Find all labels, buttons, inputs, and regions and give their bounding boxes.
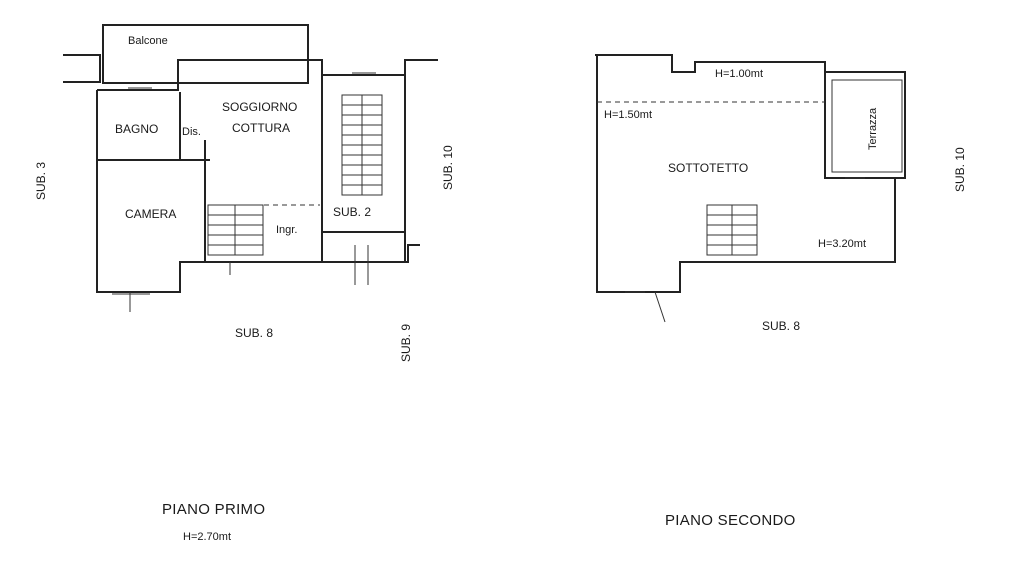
second-neighbor-bottom-label: SUB. 8 xyxy=(762,319,800,333)
balcony-outline xyxy=(102,24,309,84)
first-floor-title: PIANO PRIMO xyxy=(162,501,265,518)
first-floor-outer-wall-main xyxy=(96,90,420,293)
attic-staircase xyxy=(706,204,758,256)
terrace-wall xyxy=(824,72,905,179)
first-floor-top-wall xyxy=(97,59,438,91)
second-floor-plan: SOTTOTETTO Terrazza H=1.00mt H=1.50mt H=… xyxy=(595,54,967,529)
first-floor-height-note: H=2.70mt xyxy=(183,531,231,543)
first-floor-plan: Balcone SOGGIORNO COTTURA BAGNO Dis. CAM… xyxy=(34,24,455,543)
tick-mark xyxy=(654,291,666,323)
neighbor-bottom-label: SUB. 8 xyxy=(235,326,273,340)
bedroom-label: CAMERA xyxy=(125,207,176,221)
living-room-label: SOGGIORNO xyxy=(222,100,297,114)
attic-label: SOTTOTETTO xyxy=(668,161,748,175)
kitchen-label: COTTURA xyxy=(232,121,290,135)
sub2-label: SUB. 2 xyxy=(333,205,371,219)
neighbor-bottom-right-label: SUB. 9 xyxy=(399,324,413,362)
entry-label: Ingr. xyxy=(276,224,297,236)
second-floor-outer-wall xyxy=(595,54,906,293)
height-top-label: H=1.00mt xyxy=(715,68,763,80)
balcony-label: Balcone xyxy=(128,35,168,47)
staircase-sub2 xyxy=(341,94,383,196)
terrace-outline xyxy=(831,79,903,173)
terrace-label: Terrazza xyxy=(867,107,879,150)
second-neighbor-right-label: SUB. 10 xyxy=(953,147,967,192)
neighbor-right-label: SUB. 10 xyxy=(441,145,455,190)
hall-label: Dis. xyxy=(182,126,201,138)
bathroom-label: BAGNO xyxy=(115,122,158,136)
neighbor-left-label: SUB. 3 xyxy=(34,162,48,200)
staircase-internal xyxy=(207,204,264,256)
height-left-label: H=1.50mt xyxy=(604,109,652,121)
second-floor-title: PIANO SECONDO xyxy=(665,512,796,529)
first-floor-outer-wall xyxy=(63,54,101,83)
height-bottom-right-label: H=3.20mt xyxy=(818,238,866,250)
